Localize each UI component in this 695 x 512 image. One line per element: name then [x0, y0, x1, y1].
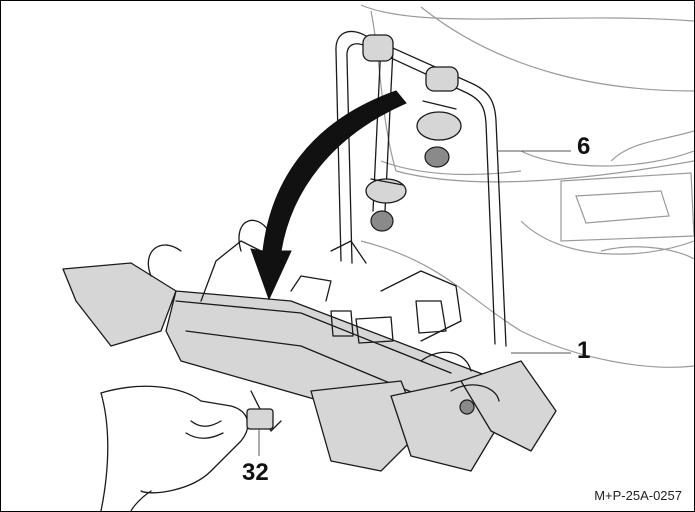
callout-32: 32: [242, 459, 269, 486]
frame-holder-clamp: [425, 66, 459, 92]
bike-hoop-frame: [335, 30, 507, 347]
frame-holder-knob: [416, 111, 462, 141]
fold-down-arrow: [250, 90, 407, 301]
reference-code: M+P-25A-0257: [594, 488, 682, 503]
car-rear-outline: [360, 4, 694, 368]
frame-holders: [362, 34, 462, 232]
frame-holder-knob: [370, 210, 394, 232]
foot-on-pedal: [100, 385, 274, 511]
frame-holder-knob: [424, 146, 450, 168]
callout-6: 6: [577, 133, 591, 160]
carrier-platform: [62, 219, 557, 472]
foot-pedal: [246, 408, 274, 430]
frame-holder-knob: [365, 178, 407, 204]
frame-holder-clamp: [362, 34, 394, 62]
callout-1: 1: [577, 337, 591, 364]
wheel-strap-knob: [459, 399, 475, 415]
